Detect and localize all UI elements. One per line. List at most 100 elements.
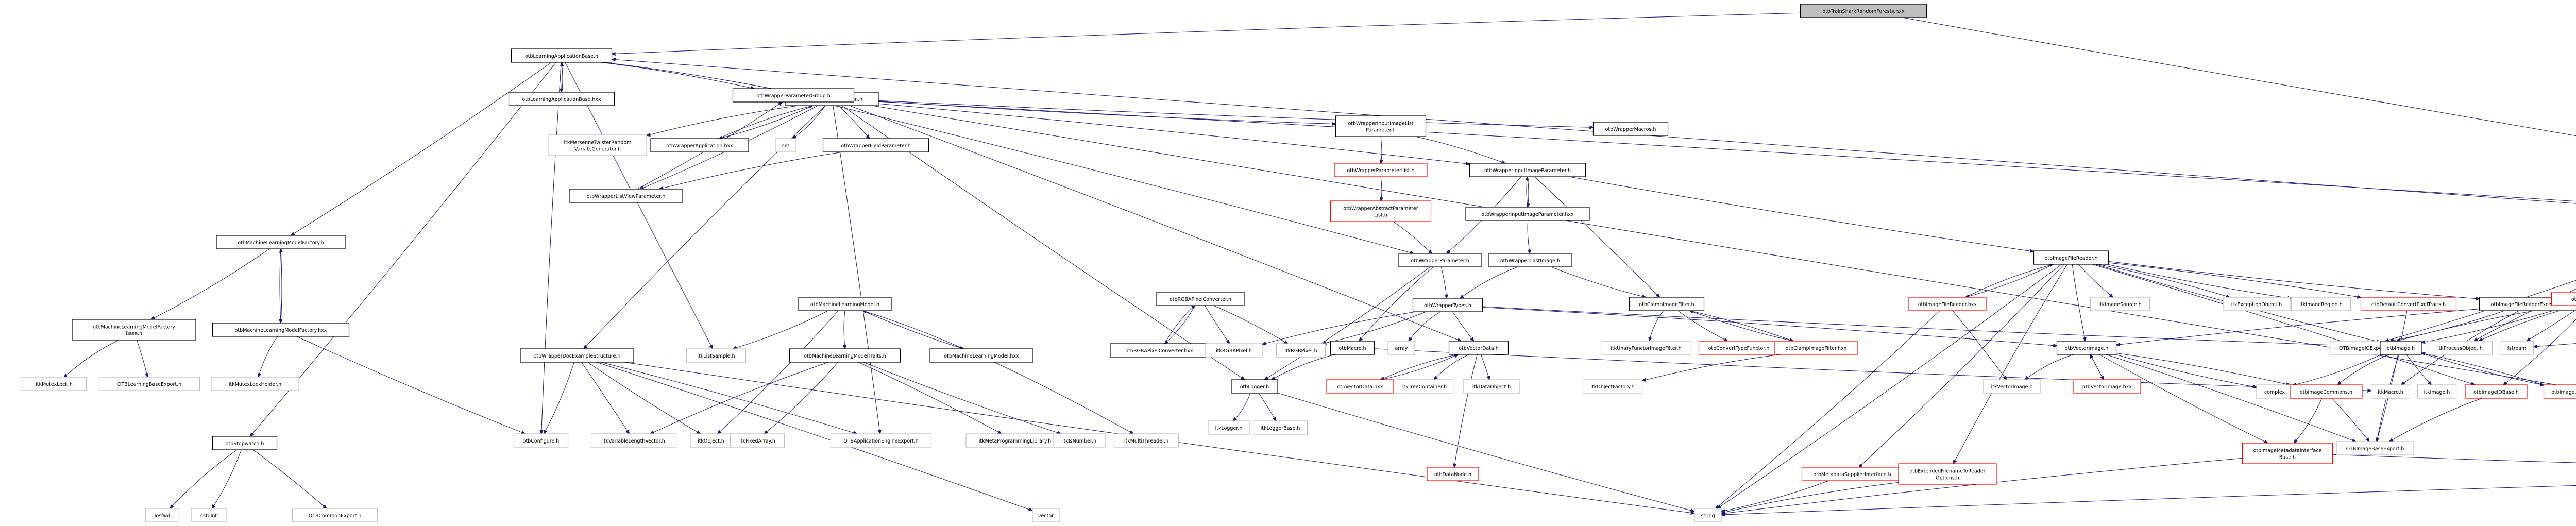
graph-node-itkobject[interactable]: itkObject.h bbox=[690, 433, 732, 448]
graph-node-otbimage[interactable]: otbImage.h bbox=[2380, 341, 2422, 355]
graph-node-stopwatch[interactable]: otbStopwatch.h bbox=[212, 436, 278, 450]
graph-node-wparam[interactable]: otbWrapperParameter.h bbox=[1398, 253, 1482, 267]
graph-node-imageregion[interactable]: itkImageRegion.h bbox=[2291, 297, 2351, 311]
graph-node-root[interactable]: otbTrainSharkRandomForests.hxx bbox=[1800, 4, 1927, 18]
graph-node-otbimagex[interactable]: otbImage.hxx bbox=[2543, 384, 2576, 399]
graph-node-imgcommons[interactable]: otbImageCommons.h bbox=[2290, 384, 2363, 399]
graph-node-logger[interactable]: otbLogger.h bbox=[1231, 379, 1278, 394]
graph-node-rgbaconvx[interactable]: otbRGBAPixelConverter.hxx bbox=[1110, 343, 1209, 358]
graph-node-mlm[interactable]: otbMachineLearningModel.h bbox=[798, 297, 892, 311]
graph-node-exceptionobj[interactable]: itkExceptionObject.h bbox=[2223, 297, 2291, 311]
graph-node-convtype[interactable]: otbConvertTypeFunctor.h bbox=[1698, 341, 1780, 355]
graph-node-isnumber[interactable]: itkIsNumber.h bbox=[1053, 433, 1106, 448]
graph-node-itkloggerbase[interactable]: itkLoggerBase.h bbox=[1252, 420, 1308, 435]
graph-node-mlmf[interactable]: otbMachineLearningModelFactory.h bbox=[216, 235, 346, 249]
graph-node-macro[interactable]: otbMacro.h bbox=[1330, 341, 1375, 355]
node-box bbox=[1801, 467, 1903, 481]
graph-node-vectordatax[interactable]: otbVectorData.hxx bbox=[1326, 379, 1394, 394]
node-label: otbWrapperAbstractParameter bbox=[1343, 206, 1418, 212]
graph-node-cstdint[interactable]: cstdint bbox=[191, 508, 227, 522]
node-box bbox=[798, 297, 892, 311]
graph-node-metasupplier[interactable]: otbMetadataSupplierInterface.h bbox=[1801, 467, 1903, 481]
graph-node-clampx[interactable]: otbClampImageFilter.hxx bbox=[1774, 341, 1858, 355]
graph-node-imagesource[interactable]: itkImageSource.h bbox=[2090, 297, 2150, 311]
graph-node-vectorimage[interactable]: otbVectorImage.h bbox=[2056, 341, 2117, 355]
graph-node-set[interactable]: set bbox=[775, 138, 796, 152]
graph-node-varlenvec[interactable]: itkVariableLengthVector.h bbox=[590, 433, 677, 448]
graph-node-mltraits[interactable]: otbMachineLearningModelTraits.h bbox=[789, 348, 901, 363]
graph-node-array[interactable]: array bbox=[1387, 341, 1415, 355]
graph-node-rgbaconv[interactable]: otbRGBAPixelConverter.h bbox=[1156, 292, 1245, 306]
graph-node-lbexport[interactable]: OTBLearningBaseExport.h bbox=[98, 377, 200, 391]
node-box bbox=[1156, 292, 1245, 306]
edge-reader-to-string bbox=[1717, 264, 2062, 508]
node-box bbox=[1983, 379, 2041, 394]
graph-node-vector[interactable]: vector bbox=[1032, 508, 1060, 522]
node-box bbox=[2073, 379, 2141, 394]
graph-node-reader[interactable]: otbImageFileReader.h bbox=[2033, 250, 2109, 265]
edge-inimg-to-clamp bbox=[1534, 176, 1660, 297]
graph-node-vectorimagex[interactable]: otbVectorImage.hxx bbox=[2073, 379, 2141, 394]
graph-node-wappx[interactable]: otbWrapperApplication.hxx bbox=[650, 138, 749, 152]
node-label: otbMachineLearningModelFactory.hxx bbox=[235, 328, 327, 333]
graph-node-writer[interactable]: otbImageFileWriter.h bbox=[2551, 292, 2576, 306]
graph-node-configure[interactable]: otbConfigure.h bbox=[513, 433, 569, 448]
graph-node-defconv[interactable]: otbDefaultConvertPixelTraits.h bbox=[2360, 297, 2457, 311]
graph-node-objectfactory[interactable]: itkObjectFactory.h bbox=[1582, 379, 1643, 394]
graph-node-itkimage[interactable]: itkImage.h bbox=[2417, 384, 2457, 399]
graph-node-clamp[interactable]: otbClampImageFilter.h bbox=[1629, 297, 1705, 311]
graph-node-commonexport[interactable]: OTBCommonExport.h bbox=[292, 508, 378, 522]
graph-node-inimg[interactable]: otbWrapperInputImageParameter.h bbox=[1469, 163, 1586, 177]
graph-node-wparamlist[interactable]: otbWrapperParameterList.h bbox=[1334, 163, 1428, 177]
graph-node-datanode[interactable]: otbDataNode.h bbox=[1427, 467, 1479, 481]
graph-node-wlistview[interactable]: otbWrapperListViewParameter.h bbox=[569, 189, 683, 203]
graph-node-vectordata[interactable]: otbVectorData.h bbox=[1448, 341, 1509, 355]
graph-node-lab[interactable]: otbLearningApplicationBase.h bbox=[511, 48, 613, 63]
graph-node-wdocex[interactable]: otbWrapperDocExampleStructure.h bbox=[520, 348, 634, 363]
node-label: Base.h bbox=[126, 331, 142, 337]
graph-node-readerx[interactable]: otbImageFileReader.hxx bbox=[1908, 297, 1987, 311]
node-box bbox=[2427, 341, 2493, 355]
graph-node-mutexlock[interactable]: itkMutexLock.h bbox=[21, 377, 87, 391]
graph-node-imgbaseexport[interactable]: OTBImageBaseExport.h bbox=[2336, 441, 2414, 455]
node-label: array bbox=[1395, 346, 1408, 351]
graph-node-listsample[interactable]: itkListSample.h bbox=[686, 348, 747, 363]
graph-node-rgbapixel[interactable]: itkRGBAPixel.h bbox=[1205, 343, 1263, 358]
graph-node-rgbpixel[interactable]: itkRGBPixel.h bbox=[1276, 343, 1326, 358]
graph-node-wcast[interactable]: otbWrapperCastImage.h bbox=[1488, 253, 1572, 267]
graph-node-fstream[interactable]: fstream bbox=[2499, 341, 2534, 355]
graph-node-wpgroup[interactable]: otbWrapperParameterGroup.h bbox=[732, 88, 855, 103]
graph-node-appengexport[interactable]: OTBApplicationEngineExport.h bbox=[830, 433, 932, 448]
graph-node-metaprog[interactable]: itkMetaProgrammingLibrary.h bbox=[965, 433, 1064, 448]
graph-node-processobj[interactable]: itkProcessObject.h bbox=[2427, 341, 2493, 355]
graph-node-mutexholder[interactable]: itkMutexLockHolder.h bbox=[211, 377, 299, 391]
graph-node-iosfwd[interactable]: iosfwd bbox=[145, 508, 180, 522]
graph-node-unaryfunctor[interactable]: itkUnaryFunctorImageFilter.h bbox=[1600, 341, 1692, 355]
graph-node-fixedarray[interactable]: itkFixedArray.h bbox=[730, 433, 785, 448]
graph-node-wmacros[interactable]: otbWrapperMacros.h bbox=[1592, 122, 1669, 136]
graph-node-mlmfx[interactable]: otbMachineLearningModelFactory.hxx bbox=[212, 323, 350, 337]
graph-node-multithreader[interactable]: itkMultiThreader.h bbox=[1113, 433, 1179, 448]
edge-otbimage-to-complex bbox=[2293, 354, 2382, 385]
graph-node-labx[interactable]: otbLearningApplicationBase.hxx bbox=[508, 92, 615, 106]
graph-node-wfield[interactable]: otbWrapperFieldParameter.h bbox=[822, 138, 929, 152]
node-label: itkMutexLock.h bbox=[36, 382, 73, 387]
graph-node-itkmacro[interactable]: itkMacro.h bbox=[2370, 384, 2411, 399]
graph-node-string[interactable]: string bbox=[1694, 508, 1722, 522]
graph-node-complex[interactable]: complex bbox=[2256, 384, 2293, 399]
graph-node-itkvectorimage[interactable]: itkVectorImage.h bbox=[1983, 379, 2041, 394]
graph-node-inimgx[interactable]: otbWrapperInputImageParameter.hxx bbox=[1465, 207, 1590, 221]
graph-node-itklogger[interactable]: itkLogger.h bbox=[1208, 420, 1250, 435]
graph-node-mtrvg[interactable]: itkMersenneTwisterRandomVariateGenerator… bbox=[548, 134, 647, 156]
node-label: OTBImageBaseExport.h bbox=[2346, 446, 2404, 452]
graph-node-imageiobase[interactable]: otbImageIOBase.h bbox=[2465, 384, 2528, 399]
graph-node-wtypes[interactable]: otbWrapperTypes.h bbox=[1412, 298, 1483, 312]
graph-node-treecontainer[interactable]: itkTreeContainer.h bbox=[1394, 379, 1455, 394]
graph-node-mlmx[interactable]: otbMachineLearningModel.hxx bbox=[929, 348, 1033, 363]
graph-node-dataobject[interactable]: itkDataObject.h bbox=[1463, 379, 1520, 394]
